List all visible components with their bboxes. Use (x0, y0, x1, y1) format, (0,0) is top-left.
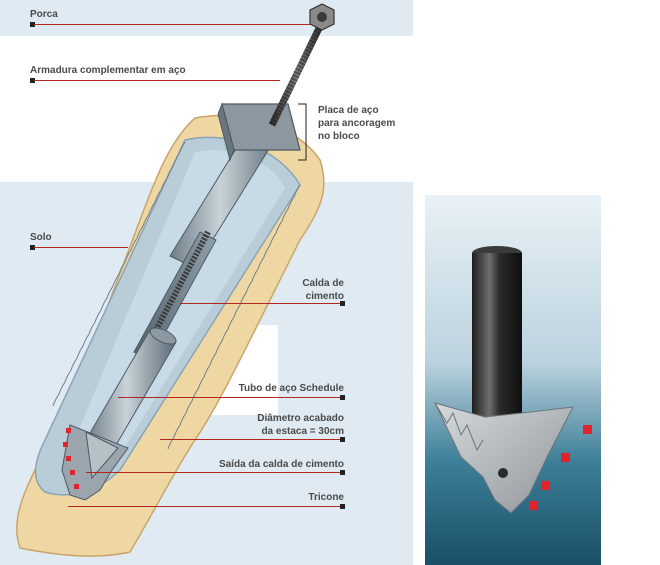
tricone-photo-panel (425, 195, 601, 565)
anchor-plate-side (217, 102, 235, 162)
threaded-rod-thread (268, 20, 326, 127)
anchor-plate (221, 103, 301, 151)
anchor-plate-bracket (298, 103, 307, 161)
soil-scallop-right (167, 184, 301, 450)
tricone-cone (85, 431, 119, 480)
leader-dot-solo (30, 245, 35, 250)
photo-bit-teeth (529, 425, 592, 510)
label-armadura: Armadura complementar em aço (30, 65, 186, 76)
leader-dot-diametro (340, 437, 345, 442)
pipe-lower-opening (149, 327, 177, 345)
label-tubo: Tubo de aço Schedule (238, 383, 344, 394)
leader-saida (86, 472, 342, 473)
label-diametro-line1: Diâmetro acabado (257, 413, 344, 424)
leader-calda (180, 303, 342, 304)
label-calda-line2: cimento (305, 291, 344, 302)
soil-scallop-left (52, 141, 186, 407)
label-porca: Porca (30, 9, 58, 20)
leader-dot-saida (340, 470, 345, 475)
leader-porca (34, 24, 310, 25)
photo-steel-tube (472, 253, 522, 421)
leader-dot-calda (340, 301, 345, 306)
leader-dot-porca (30, 22, 35, 27)
label-placa-line2: para ancoragem (318, 118, 396, 129)
photo-bit-nozzle (498, 468, 508, 478)
leader-dot-tubo (340, 395, 345, 400)
top-background-band (0, 0, 413, 36)
leader-tubo (118, 397, 342, 398)
photo-bit-notch (434, 402, 484, 452)
nut-hole (317, 12, 327, 22)
tricone-teeth (63, 428, 79, 489)
leader-tricone (68, 506, 342, 507)
label-calda-line1: Calda de (302, 278, 344, 289)
leader-dot-armadura (30, 78, 35, 83)
leader-solo (34, 247, 128, 248)
leader-armadura (34, 80, 280, 81)
label-saida: Saída da calda de cimento (218, 459, 344, 470)
leader-dot-tricone (340, 504, 345, 509)
label-solo: Solo (30, 232, 52, 243)
tricone-photo (434, 246, 592, 514)
label-diametro-line2: da estaca = 30cm (261, 426, 344, 437)
leader-diametro (160, 439, 342, 440)
label-tricone: Tricone (308, 492, 344, 503)
label-placa-line1: Placa de aço (318, 105, 379, 116)
label-placa-line3: no bloco (318, 131, 360, 142)
